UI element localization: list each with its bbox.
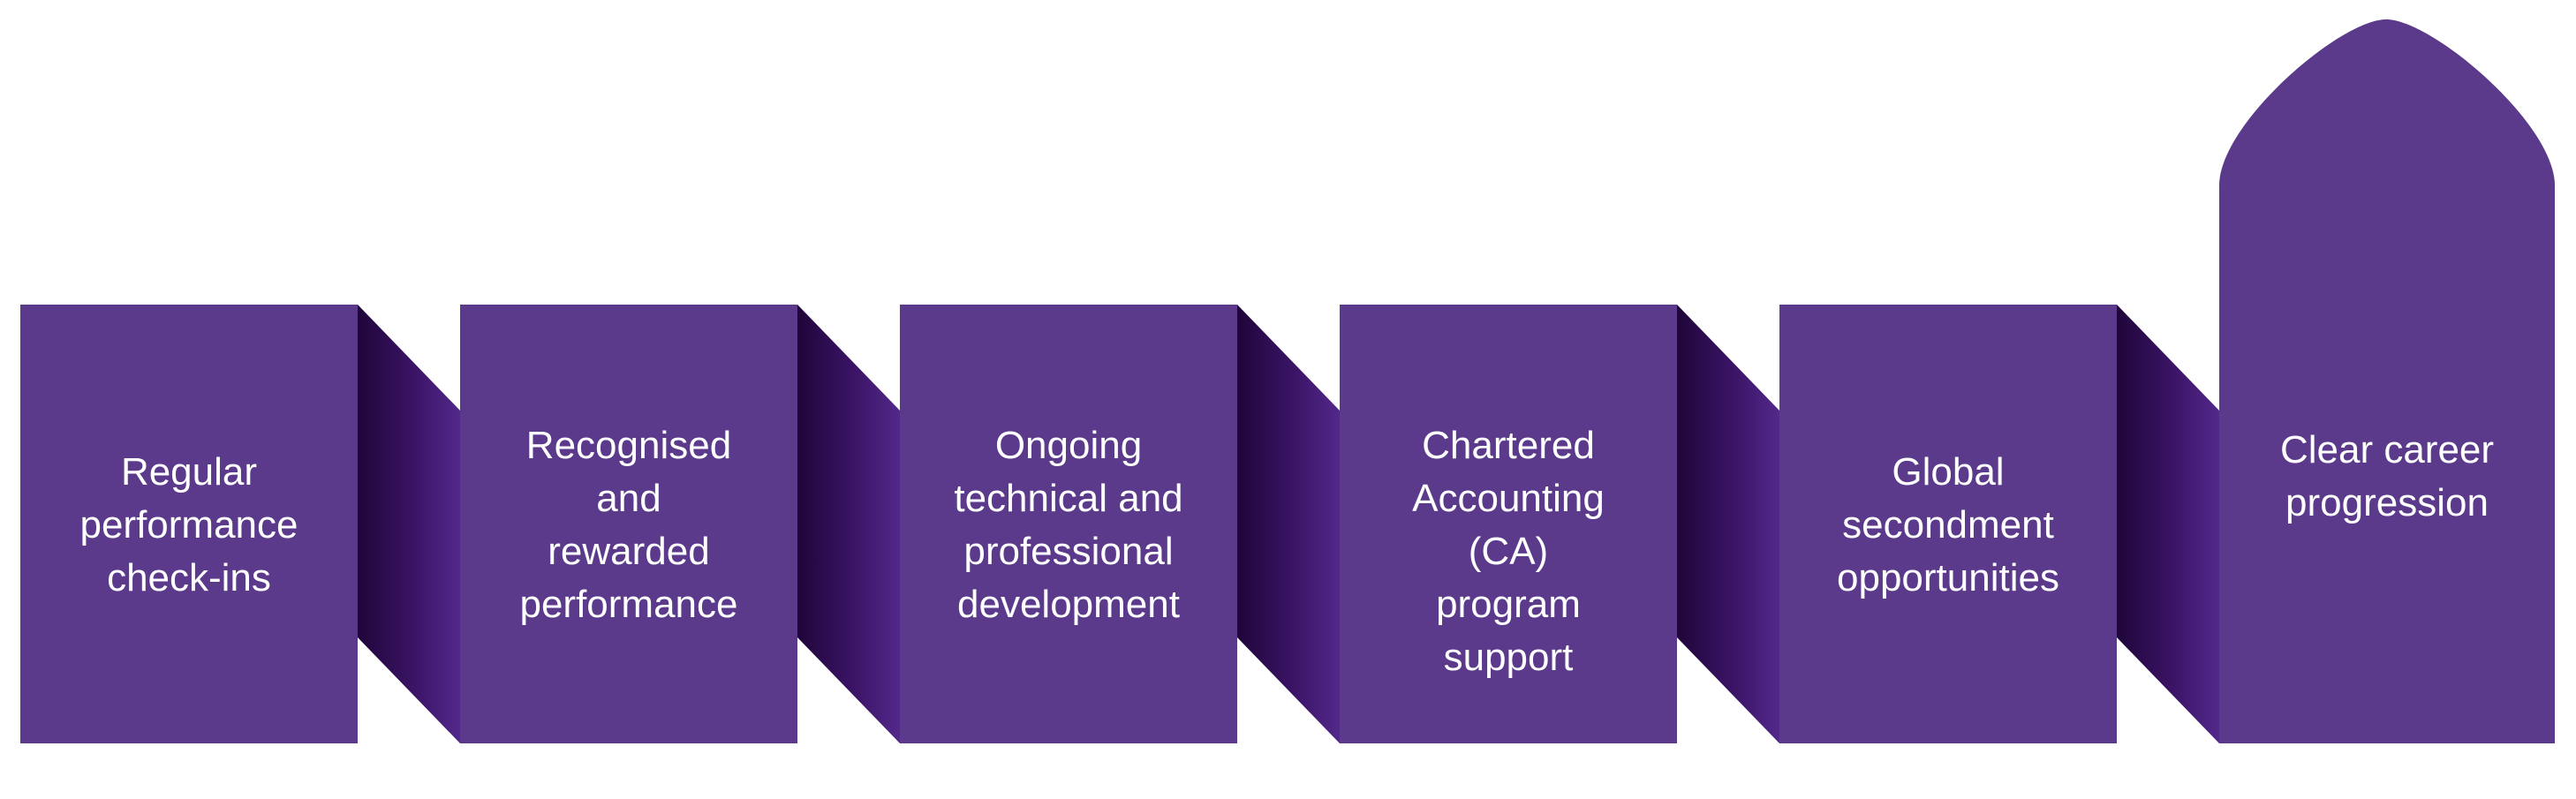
step-panel-4	[1340, 305, 1677, 743]
step-label-1: Regular performance check-ins	[79, 450, 298, 599]
step-label-6: Clear career progression	[2279, 428, 2495, 524]
connector-5	[2117, 305, 2219, 743]
step-label-2: Recognised and rewarded performance	[519, 424, 738, 626]
step-panel-5	[1779, 305, 2117, 743]
step-label-5: Global secondment opportunities	[1837, 450, 2059, 599]
connector-1	[358, 305, 460, 743]
step-panel-2	[460, 305, 797, 743]
step-label-4: Chartered Accounting (CA) program suppor…	[1412, 424, 1605, 679]
step-panel-6	[2219, 19, 2555, 743]
career-pathway-diagram: Regular performance check-ins Recognised…	[20, 19, 2555, 743]
step-panel-3	[900, 305, 1237, 743]
connector-2	[797, 305, 900, 743]
step-label-3: Ongoing technical and professional devel…	[954, 424, 1183, 626]
pathway-graphic	[20, 19, 2555, 743]
connector-4	[1677, 305, 1779, 743]
connector-3	[1237, 305, 1340, 743]
step-panel-1	[20, 305, 358, 743]
